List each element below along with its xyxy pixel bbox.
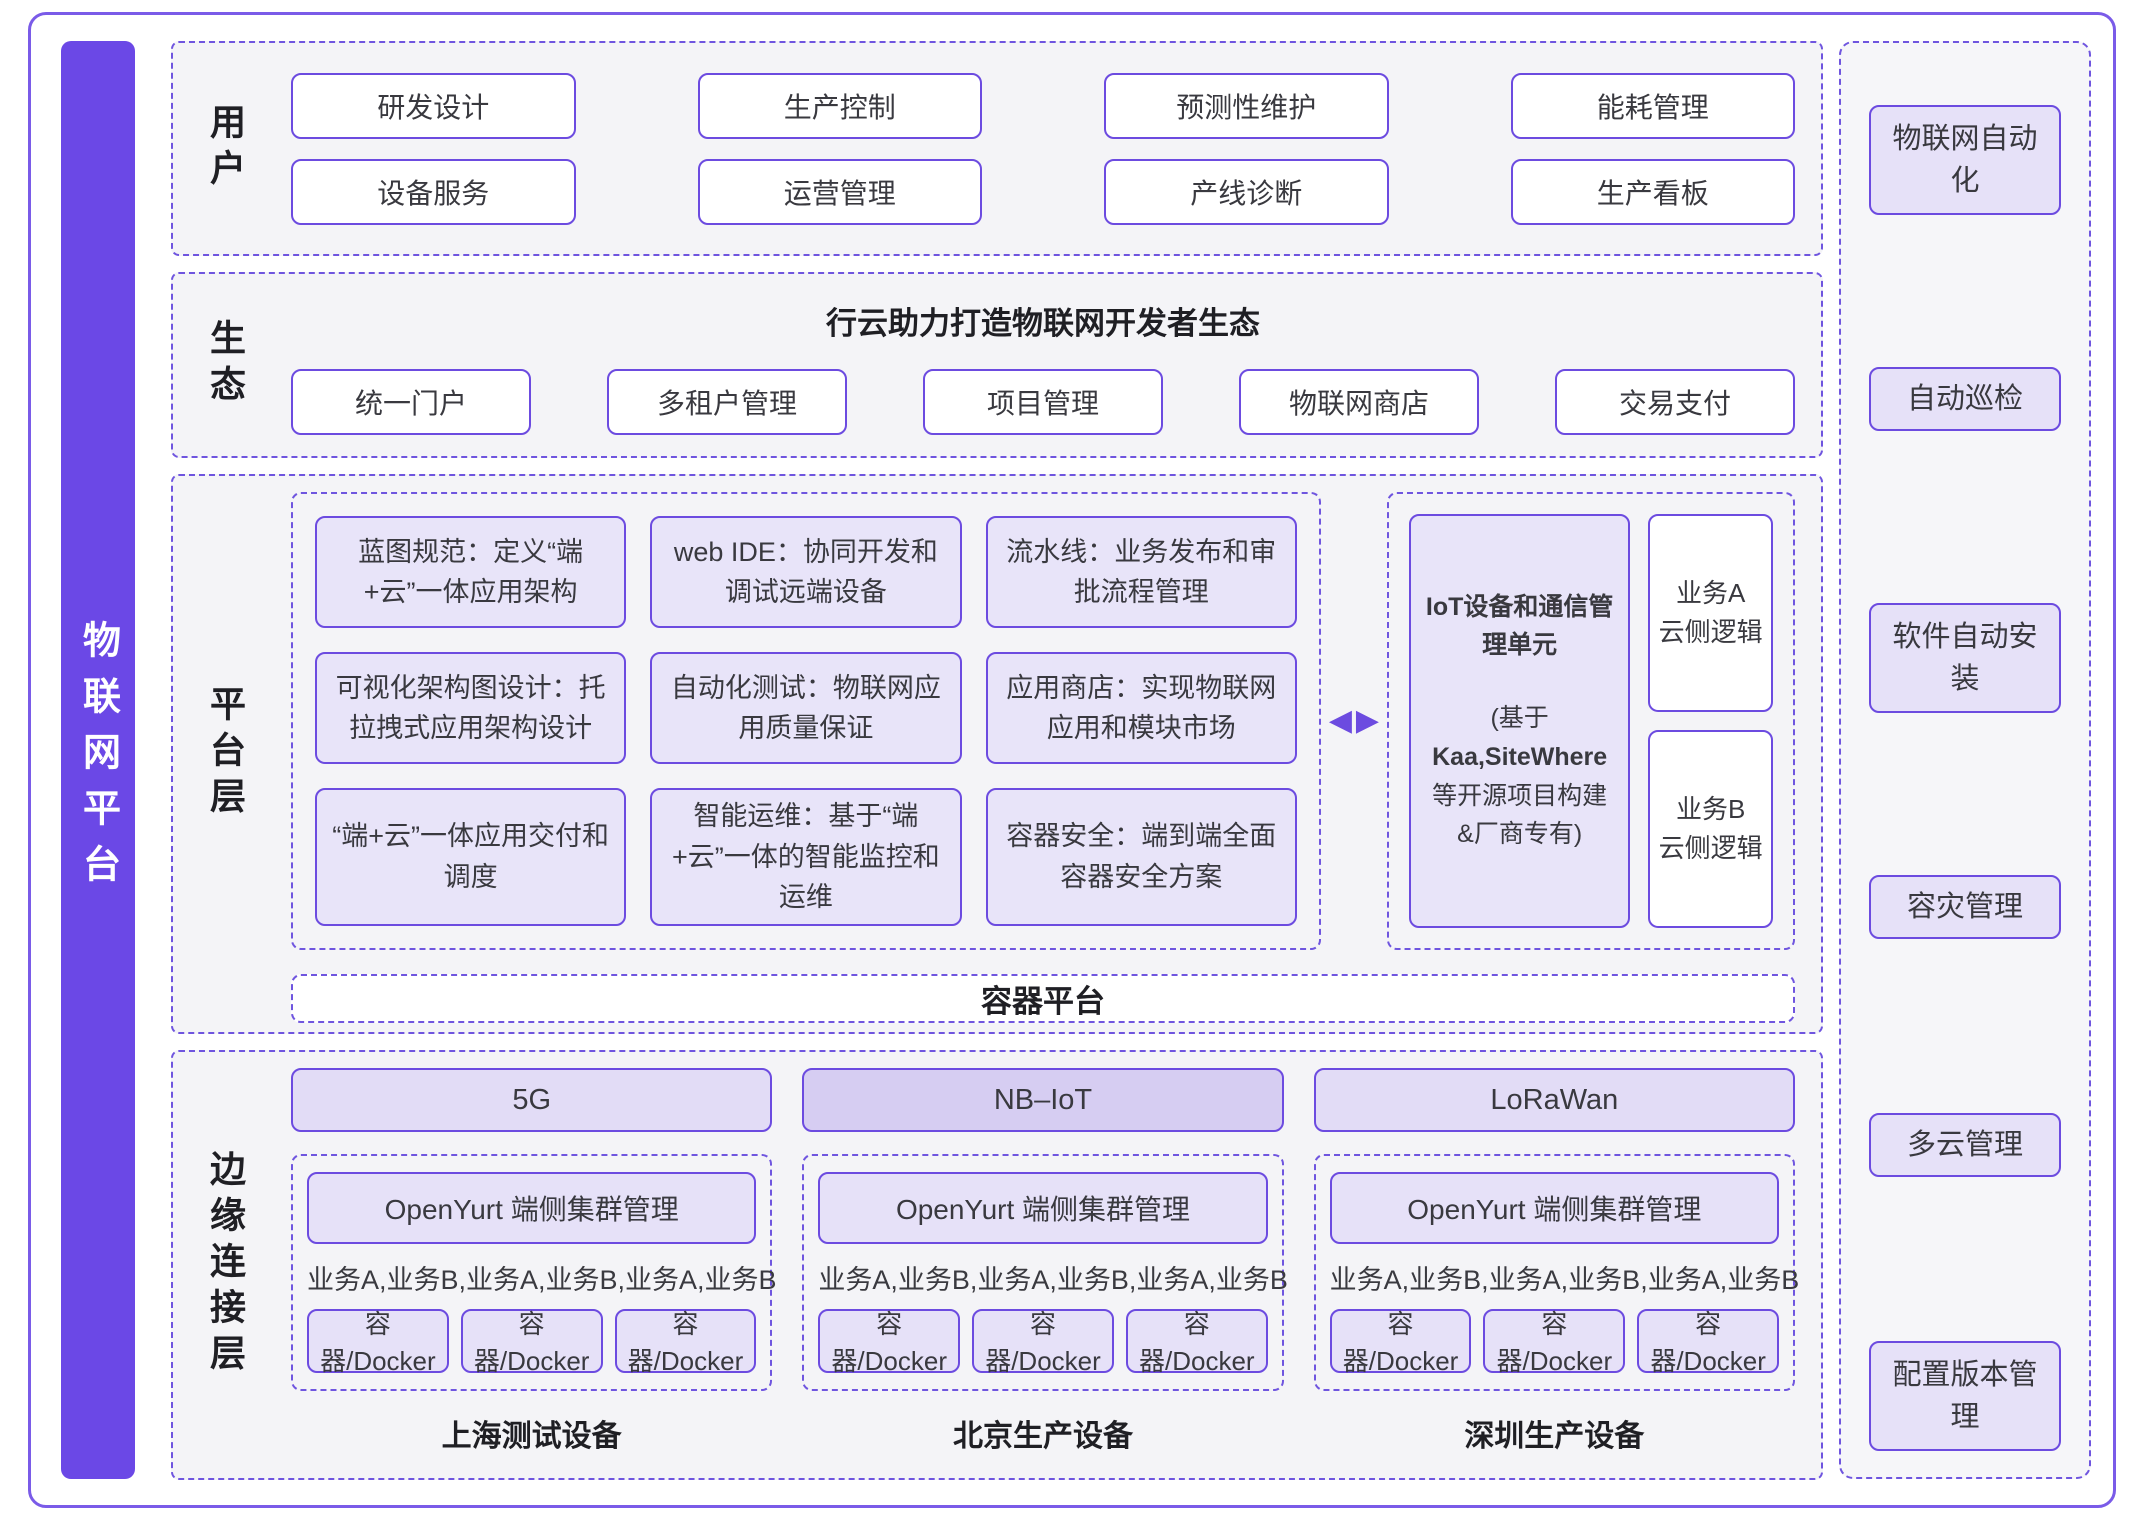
user-box-energy-management: 能耗管理	[1510, 72, 1795, 139]
edge-column-beijing: NB–IoT OpenYurt 端侧集群管理 业务A,业务B,业务A,业务B,业…	[802, 1068, 1288, 1462]
docker-row: 容器/Docker 容器/Docker 容器/Docker	[1329, 1309, 1779, 1376]
cap-box-pipeline: 流水线：业务发布和审批流程管理	[985, 516, 1297, 628]
docker-box: 容器/Docker	[614, 1309, 757, 1376]
iot-unit-title: IoT设备和通信管理单元	[1425, 592, 1614, 660]
eco-box-project-management: 项目管理	[923, 368, 1163, 435]
edge-layer-label: 边缘连接层	[205, 1150, 246, 1380]
edge-columns: 5G OpenYurt 端侧集群管理 业务A,业务B,业务A,业务B,业务A,业…	[291, 1068, 1800, 1462]
platform-body: 蓝图规范：定义“端+云”一体应用架构 web IDE：协同开发和调试远端设备 流…	[291, 492, 1795, 1023]
iot-platform-title: 物联网平台	[76, 620, 119, 900]
docker-box: 容器/Docker	[1637, 1309, 1779, 1376]
openyurt-cluster-box: OpenYurt 端侧集群管理	[1329, 1172, 1779, 1244]
docker-box: 容器/Docker	[972, 1309, 1114, 1376]
docker-box: 容器/Docker	[1483, 1309, 1626, 1376]
eco-box-unified-portal: 统一门户	[291, 368, 531, 435]
eco-box-iot-store: 物联网商店	[1239, 368, 1479, 435]
cap-box-container-security: 容器安全：端到端全面容器安全方案	[985, 788, 1297, 926]
diagram-frame: 物联网平台 用户 研发设计 生产控制 预测性维护 能耗管理 设备服务 运营管理 …	[28, 12, 2116, 1508]
ecosystem-layer-label: 生态	[205, 319, 246, 411]
cap-box-automated-testing: 自动化测试：物联网应用质量保证	[650, 652, 962, 764]
panel-box-config-version: 配置版本管理	[1869, 1341, 2061, 1451]
edge-cluster-group: OpenYurt 端侧集群管理 业务A,业务B,业务A,业务B,业务A,业务B …	[291, 1154, 777, 1391]
ecosystem-row: 统一门户 多租户管理 项目管理 物联网商店 交易支付	[291, 368, 1795, 435]
automation-panel: 物联网自动化 自动巡检 软件自动安装 容灾管理 多云管理 配置版本管理	[1839, 41, 2091, 1479]
docker-row: 容器/Docker 容器/Docker 容器/Docker	[307, 1309, 757, 1376]
main-column: 用户 研发设计 生产控制 预测性维护 能耗管理 设备服务 运营管理 产线诊断 生…	[171, 41, 1823, 1480]
cap-box-blueprint: 蓝图规范：定义“端+云”一体应用架构	[315, 516, 627, 628]
user-box-production-dashboard: 生产看板	[1510, 158, 1795, 225]
iot-unit-sub2: Kaa,SiteWhere	[1432, 742, 1608, 771]
platform-row: 蓝图规范：定义“端+云”一体应用架构 web IDE：协同开发和调试远端设备 流…	[291, 492, 1795, 950]
business-logic-column: 业务A 云侧逻辑 业务B 云侧逻辑	[1648, 514, 1773, 928]
iot-platform-sidebar: 物联网平台	[61, 41, 135, 1479]
docker-box: 容器/Docker	[1329, 1309, 1472, 1376]
users-layer-label: 用户	[205, 102, 246, 195]
edge-connection-layer: 边缘连接层 5G OpenYurt 端侧集群管理 业务A,业务B,业务A,业务B…	[171, 1050, 1823, 1480]
edge-cluster-group: OpenYurt 端侧集群管理 业务A,业务B,业务A,业务B,业务A,业务B …	[1313, 1154, 1800, 1391]
eco-box-trade-payment: 交易支付	[1555, 368, 1795, 435]
docker-row: 容器/Docker 容器/Docker 容器/Docker	[818, 1309, 1268, 1376]
platform-layer: 平台层 蓝图规范：定义“端+云”一体应用架构 web IDE：协同开发和调试远端…	[171, 474, 1823, 1034]
panel-box-auto-inspection: 自动巡检	[1869, 367, 2061, 431]
cap-box-app-store: 应用商店：实现物联网应用和模块市场	[985, 652, 1297, 764]
cap-box-visual-architecture: 可视化架构图设计：托拉拽式应用架构设计	[315, 652, 627, 764]
platform-capabilities-group: 蓝图规范：定义“端+云”一体应用架构 web IDE：协同开发和调试远端设备 流…	[291, 492, 1321, 950]
business-b-line1: 业务B	[1675, 793, 1746, 824]
cap-box-intelligent-ops: 智能运维：基于“端+云”一体的智能监控和运维	[650, 788, 962, 926]
docker-box: 容器/Docker	[307, 1309, 449, 1376]
business-a-line1: 业务A	[1675, 577, 1746, 608]
ecosystem-layer: 生态 行云助力打造物联网开发者生态 统一门户 多租户管理 项目管理 物联网商店 …	[171, 272, 1823, 458]
network-bar-nbiot: NB–IoT	[802, 1068, 1284, 1132]
network-bar-lorawan: LoRaWan	[1313, 1068, 1795, 1132]
iot-management-group: IoT设备和通信管理单元 (基于 Kaa,SiteWhere 等开源项目构建 &…	[1387, 492, 1795, 950]
platform-layer-label: 平台层	[205, 685, 246, 823]
iot-unit-sub3: 等开源项目构建	[1432, 781, 1608, 810]
panel-box-iot-automation: 物联网自动化	[1869, 105, 2061, 215]
panel-box-multi-cloud: 多云管理	[1869, 1113, 2061, 1177]
user-box-device-service: 设备服务	[291, 158, 576, 225]
cap-box-web-ide: web IDE：协同开发和调试远端设备	[650, 516, 962, 628]
user-box-rd-design: 研发设计	[291, 72, 576, 139]
users-grid: 研发设计 生产控制 预测性维护 能耗管理 设备服务 运营管理 产线诊断 生产看板	[291, 59, 1795, 238]
business-a-cloud-logic-box: 业务A 云侧逻辑	[1648, 514, 1773, 712]
user-box-predictive-maintenance: 预测性维护	[1104, 72, 1389, 139]
iot-unit-sub4: &厂商专有)	[1457, 820, 1583, 849]
edge-cluster-group: OpenYurt 端侧集群管理 业务A,业务B,业务A,业务B,业务A,业务B …	[802, 1154, 1288, 1391]
container-platform-bar: 容器平台	[291, 973, 1795, 1023]
panel-box-auto-software-install: 软件自动安装	[1869, 603, 2061, 713]
edge-column-shenzhen: LoRaWan OpenYurt 端侧集群管理 业务A,业务B,业务A,业务B,…	[1313, 1068, 1800, 1462]
services-text: 业务A,业务B,业务A,业务B,业务A,业务B	[307, 1265, 777, 1295]
cap-box-edge-cloud-delivery: “端+云”一体应用交付和调度	[315, 788, 627, 926]
panel-box-disaster-recovery: 容灾管理	[1869, 875, 2061, 939]
business-b-line2: 云侧逻辑	[1658, 832, 1763, 863]
ecosystem-content: 行云助力打造物联网开发者生态 统一门户 多租户管理 项目管理 物联网商店 交易支…	[291, 290, 1795, 440]
device-label-shanghai: 上海测试设备	[441, 1420, 622, 1453]
docker-box: 容器/Docker	[818, 1309, 961, 1376]
openyurt-cluster-box: OpenYurt 端侧集群管理	[307, 1172, 757, 1244]
arrow-left-icon: ◀	[1328, 704, 1352, 738]
arrow-right-icon: ▶	[1355, 704, 1379, 738]
users-layer: 用户 研发设计 生产控制 预测性维护 能耗管理 设备服务 运营管理 产线诊断 生…	[171, 41, 1823, 256]
docker-box: 容器/Docker	[460, 1309, 603, 1376]
iot-unit-sub1: (基于	[1490, 704, 1549, 732]
business-b-cloud-logic-box: 业务B 云侧逻辑	[1648, 729, 1773, 928]
services-text: 业务A,业务B,业务A,业务B,业务A,业务B	[1329, 1265, 1800, 1295]
bidirectional-arrows: ◀ ▶	[1329, 703, 1379, 738]
user-box-operations-management: 运营管理	[697, 158, 982, 225]
openyurt-cluster-box: OpenYurt 端侧集群管理	[818, 1172, 1268, 1244]
edge-column-shanghai: 5G OpenYurt 端侧集群管理 业务A,业务B,业务A,业务B,业务A,业…	[291, 1068, 777, 1462]
iot-management-unit-box: IoT设备和通信管理单元 (基于 Kaa,SiteWhere 等开源项目构建 &…	[1409, 514, 1631, 928]
user-box-production-control: 生产控制	[697, 72, 982, 139]
business-a-line2: 云侧逻辑	[1658, 616, 1763, 647]
services-text: 业务A,业务B,业务A,业务B,业务A,业务B	[818, 1265, 1288, 1295]
network-bar-5g: 5G	[291, 1068, 773, 1132]
docker-box: 容器/Docker	[1125, 1309, 1268, 1376]
user-box-line-diagnosis: 产线诊断	[1104, 158, 1389, 225]
device-label-shenzhen: 深圳生产设备	[1464, 1420, 1645, 1453]
device-label-beijing: 北京生产设备	[952, 1420, 1133, 1453]
eco-box-multi-tenant: 多租户管理	[607, 368, 847, 435]
ecosystem-title: 行云助力打造物联网开发者生态	[826, 305, 1260, 341]
